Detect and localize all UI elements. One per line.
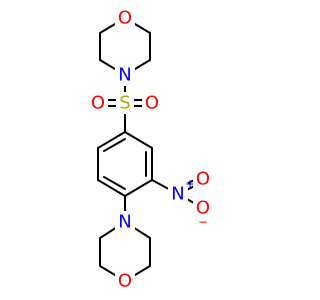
atom-n-nitro: N	[171, 184, 184, 205]
atom-s: S	[119, 93, 130, 114]
bonds	[97, 17, 204, 282]
charge-minus: −	[198, 215, 208, 229]
bond	[97, 179, 126, 197]
molecule-svg: O N S O O N + O O − N O	[88, 7, 213, 292]
label-mask	[142, 92, 162, 114]
bond	[124, 179, 153, 197]
atom-o-nitro-bottom: O	[196, 198, 210, 219]
charge-plus: +	[185, 177, 195, 191]
structure-diagram: O N S O O N + O O − N O	[88, 7, 213, 292]
bond	[103, 176, 126, 190]
label-mask	[115, 211, 135, 233]
atom-n-bottom: N	[118, 212, 131, 233]
bond	[103, 138, 126, 152]
bond	[97, 131, 126, 149]
label-mask	[88, 92, 108, 114]
atom-o-top: O	[118, 8, 132, 29]
label-mask	[168, 183, 188, 205]
atom-labels: O N S O O N + O O − N O	[88, 7, 213, 292]
label-mask	[115, 270, 135, 292]
bond	[124, 131, 153, 149]
label-mask	[115, 64, 135, 86]
label-mask	[115, 7, 135, 29]
atom-o-bottom: O	[118, 271, 132, 292]
atom-o-nitro-top: O	[196, 169, 210, 190]
atom-o-sulfonyl-right: O	[145, 93, 159, 114]
label-mask	[193, 197, 213, 219]
atom-n-top: N	[118, 65, 131, 86]
label-mask	[116, 92, 134, 114]
atom-o-sulfonyl-left: O	[91, 93, 105, 114]
label-mask	[193, 168, 213, 190]
